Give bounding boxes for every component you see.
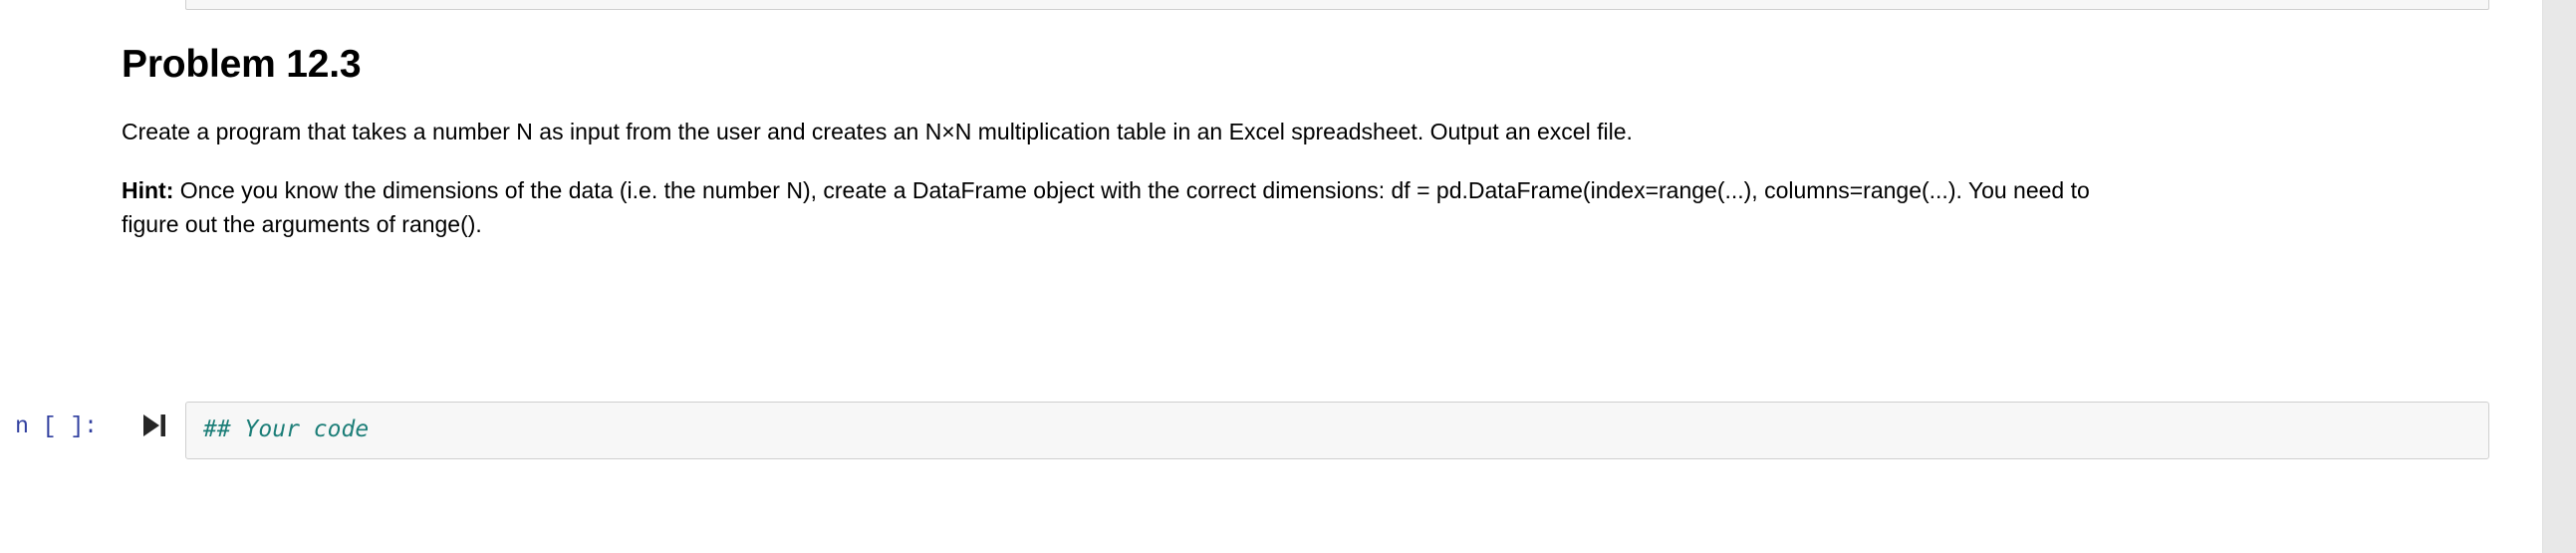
hint-paragraph: Hint: Once you know the dimensions of th… (122, 173, 2114, 241)
problem-description-paragraph: Create a program that takes a number N a… (122, 119, 1633, 144)
code-cell-editor[interactable]: ## Your code (185, 402, 2489, 459)
problem-heading: Problem 12.3 (122, 43, 362, 86)
previous-code-cell-partial[interactable] (185, 0, 2489, 10)
code-cell-source-line: ## Your code (203, 416, 370, 442)
page-scrollbar-track[interactable] (2542, 0, 2576, 553)
code-cell[interactable]: n [ ]: ## Your code (0, 399, 2543, 462)
code-cell-input-prompt: n [ ]: (15, 414, 98, 439)
hint-label: Hint: (122, 177, 174, 203)
markdown-cell[interactable]: Problem 12.3 Create a program that takes… (122, 42, 2502, 241)
step-forward-icon[interactable] (138, 411, 168, 440)
hint-body: Once you know the dimensions of the data… (122, 177, 2090, 237)
